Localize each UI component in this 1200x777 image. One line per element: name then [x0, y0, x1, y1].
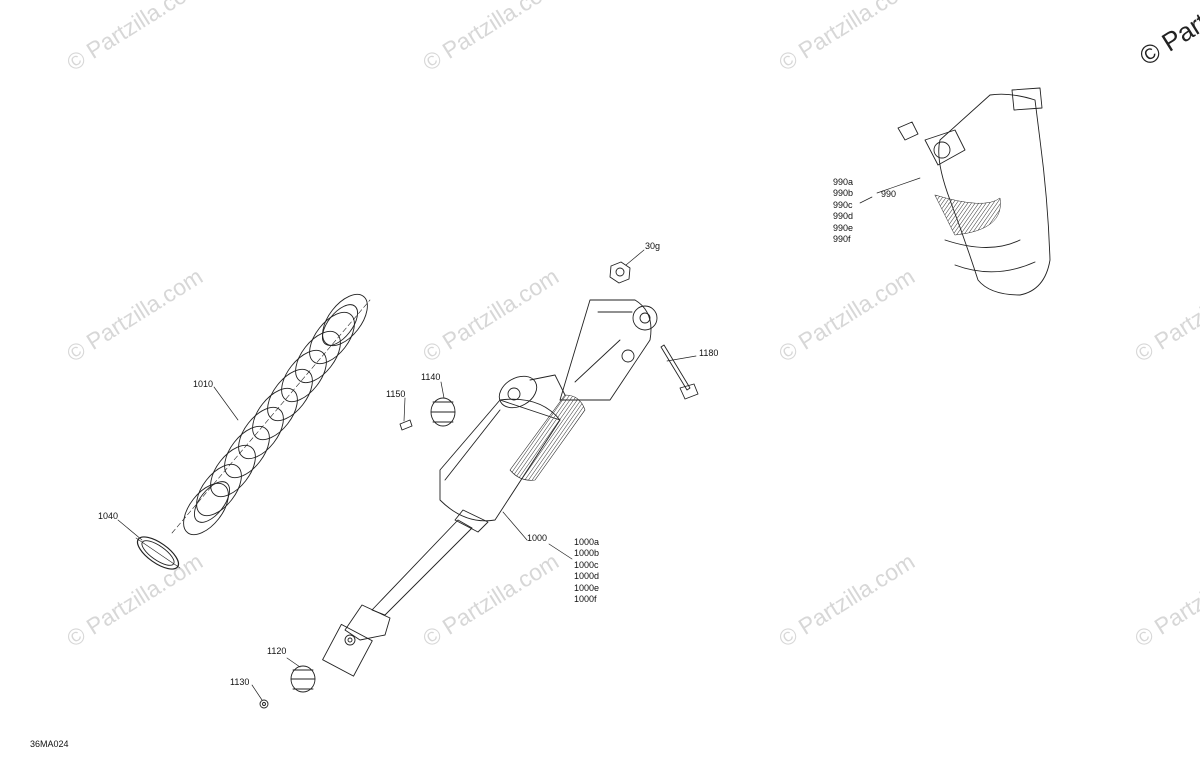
callout-1000: 1000 [527, 533, 548, 543]
callout-1180: 1180 [699, 348, 719, 358]
bolt [660, 344, 699, 400]
adjuster-knob-lower [290, 665, 316, 693]
diagram-code: 36MA024 [30, 739, 69, 749]
callout-1120: 1120 [267, 646, 287, 656]
adjuster-knob [430, 397, 456, 427]
callout-1010: 1010 [193, 379, 214, 389]
leader-lines [117, 177, 921, 701]
callout-30g: 30g [645, 241, 661, 251]
callout-variant: 990f [833, 234, 851, 245]
screw [399, 419, 413, 431]
shock-absorber [322, 299, 658, 677]
callout-1000-variants: 1000a 1000b 1000c 1000d 1000e 1000f [574, 537, 599, 605]
callout-variant: 990d [833, 211, 854, 222]
callout-1140: 1140 [421, 372, 441, 382]
callout-variant: 990c [833, 199, 853, 210]
nut [609, 261, 631, 284]
callout-1130: 1130 [230, 677, 250, 687]
callout-990: 990 [881, 189, 897, 199]
shock-absorber-assembled [897, 87, 1051, 296]
coil-spring [171, 293, 371, 536]
callout-variant: 1000c [574, 559, 599, 570]
callout-variant: 1000b [574, 548, 600, 559]
callout-1150: 1150 [386, 389, 406, 399]
callout-variant: 1000f [574, 594, 597, 605]
callout-variant: 990a [833, 177, 854, 187]
callout-variant: 1000d [574, 571, 600, 582]
callout-variant: 990e [833, 222, 854, 233]
spring-clip [135, 536, 181, 570]
callout-variant: 1000e [574, 582, 600, 593]
callout-variant: 1000a [574, 537, 600, 547]
callout-variant: 990b [833, 188, 854, 199]
screw-lower [259, 699, 269, 709]
callout-1040: 1040 [98, 511, 119, 521]
callout-990-variants: 990a 990b 990c 990d 990e 990f [833, 177, 853, 245]
